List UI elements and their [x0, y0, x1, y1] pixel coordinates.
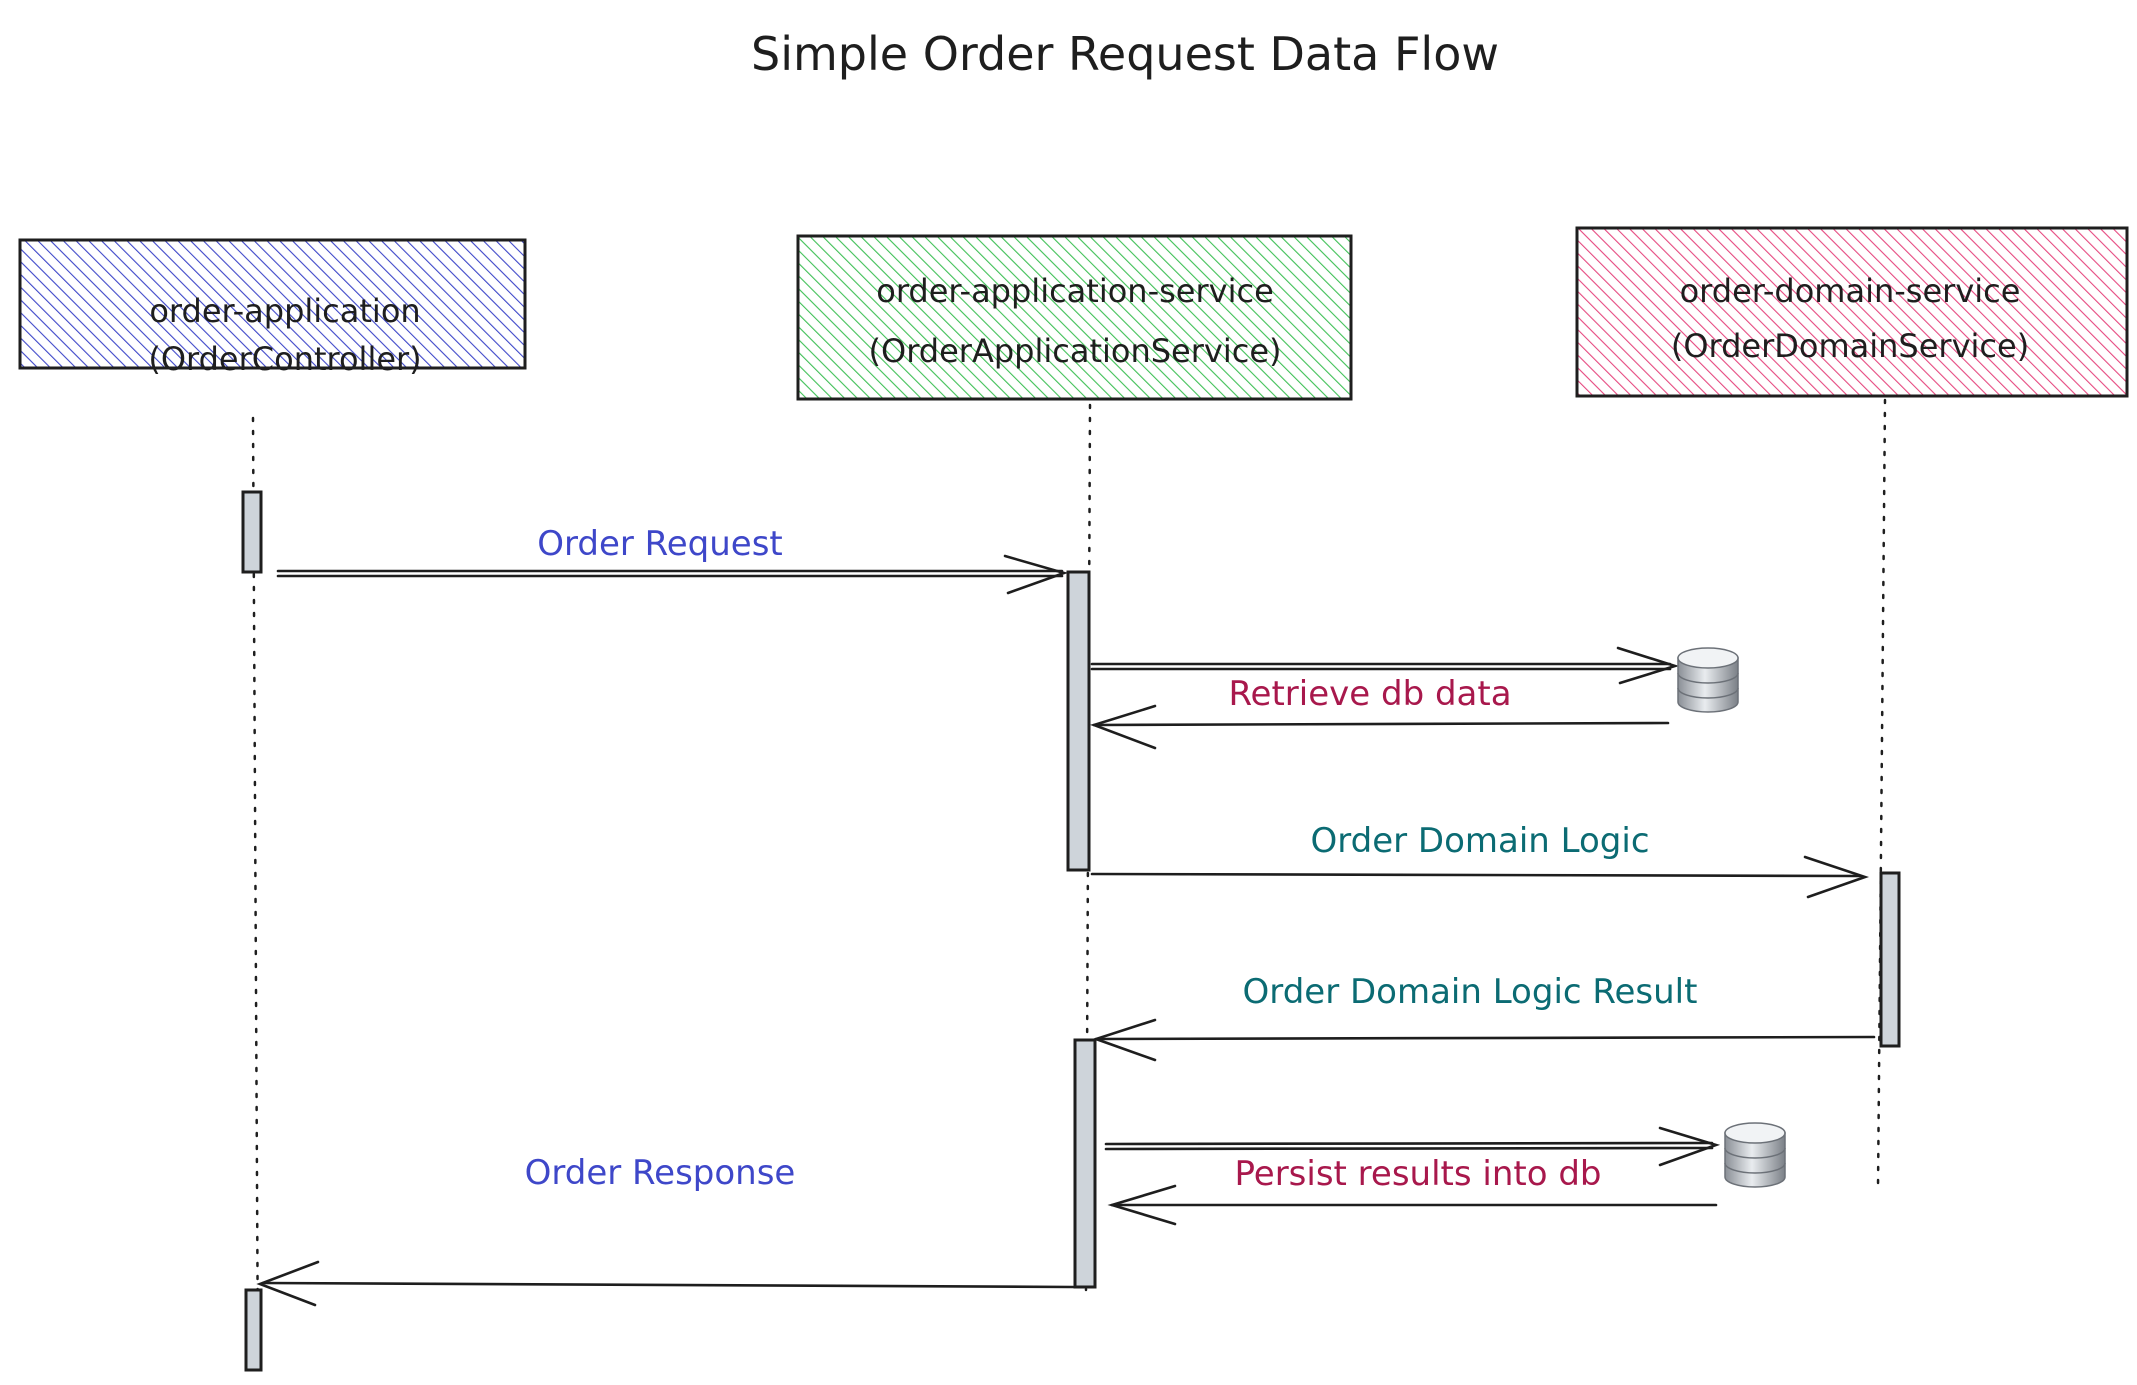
message-label: Order Domain Logic Result — [1243, 972, 1698, 1012]
participant-order-domain-service: order-domain-service (OrderDomainService… — [1575, 226, 2129, 398]
lifeline-order-domain-service — [1876, 398, 1887, 1190]
activation-bar — [1073, 1038, 1097, 1289]
participant-class: (OrderController) — [148, 340, 421, 378]
message-label: Persist results into db — [1234, 1154, 1601, 1194]
message-order-response: Order Response — [256, 1153, 1075, 1307]
activation-bar — [244, 1288, 263, 1372]
message-order-domain-logic-result: Order Domain Logic Result — [1091, 972, 1876, 1062]
participant-name: order-application — [149, 292, 420, 330]
participant-class: (OrderApplicationService) — [869, 332, 1282, 370]
message-persist-results: Persist results into db — [1104, 1126, 1721, 1226]
message-label: Order Request — [537, 524, 783, 564]
message-label: Order Domain Logic — [1310, 821, 1649, 861]
activation-bar — [1066, 570, 1091, 872]
participant-name: order-application-service — [876, 272, 1274, 310]
database-icon — [1724, 1122, 1786, 1188]
message-order-request: Order Request — [276, 524, 1069, 595]
message-label: Retrieve db data — [1228, 674, 1511, 714]
participant-class: (OrderDomainService) — [1671, 327, 2029, 365]
message-label: Order Response — [525, 1153, 796, 1193]
participant-name: order-domain-service — [1680, 272, 2021, 310]
database-icon — [1677, 647, 1739, 713]
participant-order-application-service: order-application-service (OrderApplicat… — [796, 234, 1353, 401]
activation-bar — [241, 490, 263, 574]
message-retrieve-db-data: Retrieve db data — [1090, 646, 1680, 750]
message-order-domain-logic: Order Domain Logic — [1090, 821, 1870, 899]
diagram-title: Simple Order Request Data Flow — [751, 27, 1499, 81]
participant-order-application: order-application (OrderController) — [18, 238, 527, 378]
lifeline-order-application — [251, 416, 260, 1372]
activation-bar — [1879, 871, 1901, 1048]
